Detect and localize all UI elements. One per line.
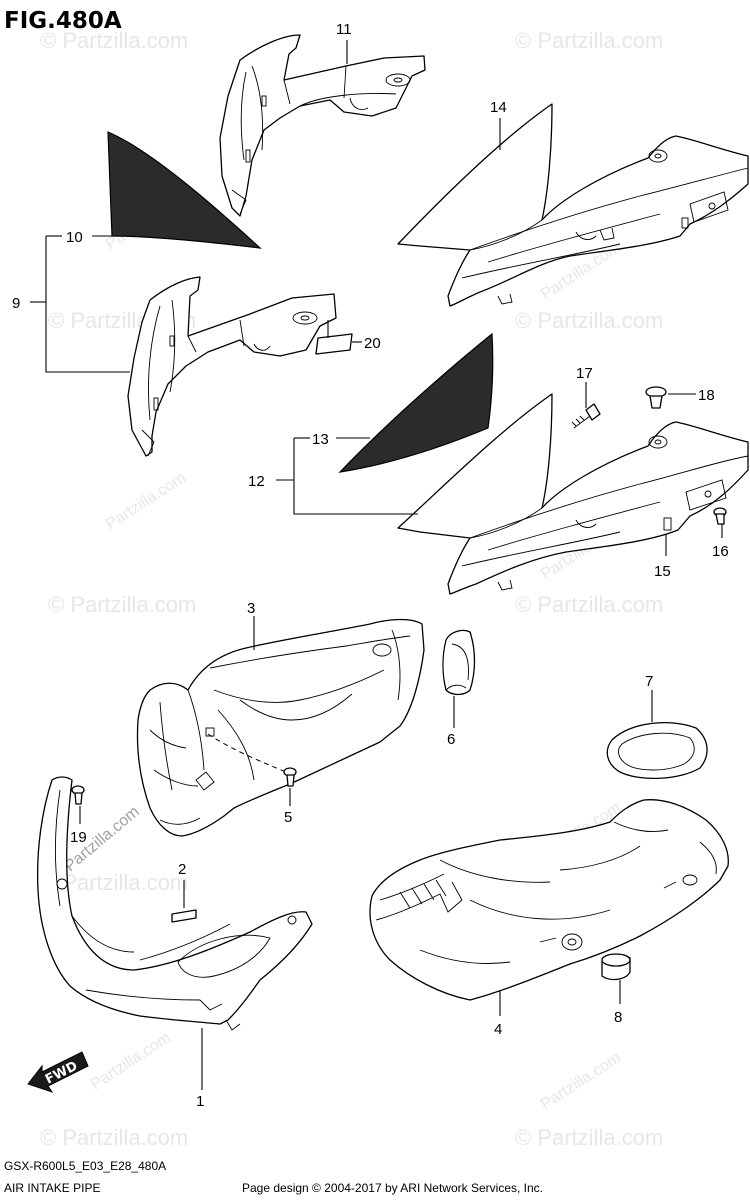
callout-4: 4	[494, 1021, 502, 1038]
callout-13: 13	[312, 431, 329, 448]
watermark-text: © Partzilla.com	[515, 308, 663, 333]
watermark-text: © Partzilla.com	[515, 1125, 663, 1150]
watermark-text: © Partzilla.com	[40, 28, 188, 53]
callout-8: 8	[614, 1009, 622, 1026]
callout-16: 16	[712, 543, 729, 560]
callout-12: 12	[248, 473, 265, 490]
callout-19: 19	[70, 829, 87, 846]
callout-1: 1	[196, 1093, 204, 1110]
fwd-arrow-icon: FWD	[27, 1051, 89, 1093]
part-14-side-cowl[interactable]	[397, 103, 749, 307]
part-4-air-intake-duct[interactable]	[369, 799, 729, 1001]
callout-11: 11	[336, 21, 352, 38]
bracket-9	[45, 236, 130, 373]
watermark-text: © Partzilla.com	[515, 28, 663, 53]
model-code: GSX-R600L5_E03_E28_480A	[4, 1159, 166, 1173]
callout-15: 15	[654, 563, 671, 580]
watermark-diagonal: Partzilla.com	[538, 1049, 624, 1113]
part-7-seal-ring[interactable]	[606, 722, 708, 780]
watermark-text: © Partzilla.com	[48, 592, 196, 617]
part-5-screw[interactable]	[283, 767, 297, 787]
part-11-duct-panel[interactable]	[219, 34, 426, 217]
callout-14: 14	[490, 99, 507, 116]
figure-title: FIG.480A	[4, 8, 122, 34]
part-20-label[interactable]	[315, 333, 353, 355]
part-10-decal[interactable]	[107, 131, 262, 249]
watermark-diagonal: Partzilla.com	[88, 1029, 174, 1093]
callout-10: 10	[66, 229, 83, 246]
part-2-label[interactable]	[171, 909, 197, 923]
part-19-screw[interactable]	[71, 785, 85, 805]
callout-5: 5	[284, 809, 292, 826]
part-9-duct-panel[interactable]	[127, 276, 337, 457]
watermark-diagonal: Partzilla.com	[103, 469, 189, 533]
part-12-side-cowl[interactable]	[397, 393, 749, 595]
part-17-screw[interactable]	[571, 403, 601, 429]
callout-9: 9	[12, 295, 20, 312]
part-3-air-intake-duct[interactable]	[136, 618, 425, 837]
callout-6: 6	[447, 731, 455, 748]
watermark-text: © Partzilla.com	[40, 1125, 188, 1150]
callout-20: 20	[364, 335, 381, 352]
part-8-grommet[interactable]	[601, 953, 631, 981]
bracket-12	[293, 438, 418, 515]
section-name: AIR INTAKE PIPE	[4, 1181, 100, 1195]
callout-3: 3	[247, 600, 255, 617]
callout-17: 17	[576, 365, 593, 382]
part-16-screw[interactable]	[713, 507, 727, 525]
copyright-text: Page design © 2004-2017 by ARI Network S…	[242, 1181, 543, 1195]
part-6-seal[interactable]	[442, 629, 476, 696]
part-13-decal[interactable]	[338, 332, 494, 473]
callout-18: 18	[698, 387, 715, 404]
watermark-text: © Partzilla.com	[515, 592, 663, 617]
callout-7: 7	[645, 673, 653, 690]
part-1-duct-cover[interactable]	[36, 776, 313, 1031]
callout-2: 2	[178, 861, 186, 878]
part-18-clip[interactable]	[645, 386, 667, 409]
